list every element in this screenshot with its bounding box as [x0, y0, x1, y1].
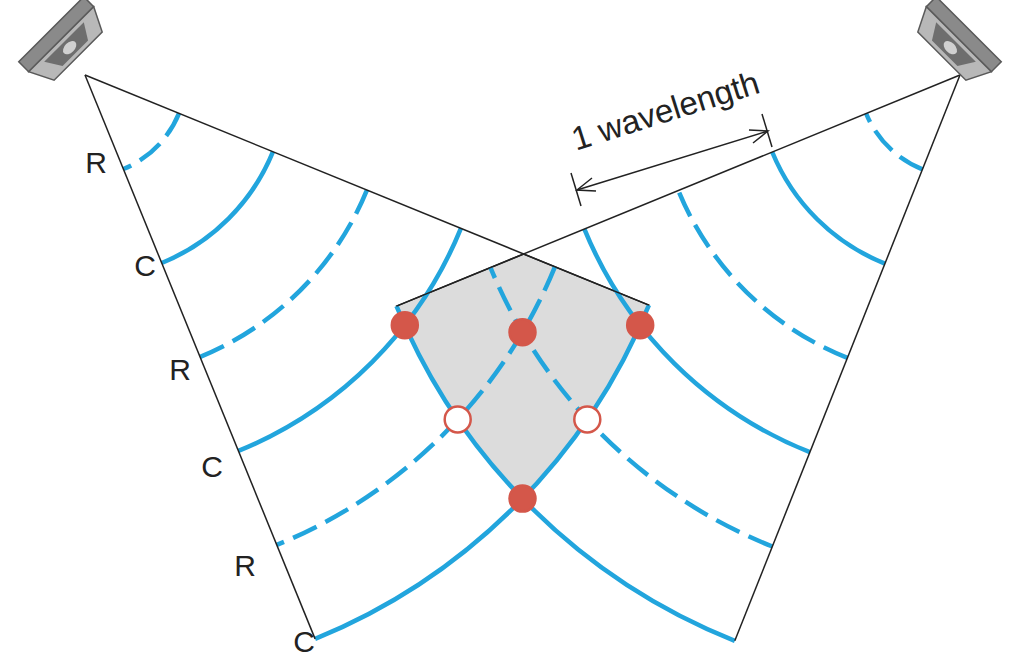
speaker-cone	[925, 22, 976, 73]
rarefaction-wavefront	[491, 268, 773, 547]
compression-wavefront	[397, 306, 735, 641]
boundary-line	[735, 75, 960, 641]
rarefaction-wavefront	[277, 267, 555, 545]
compression-wavefront	[315, 305, 649, 639]
arrow-head	[749, 130, 768, 143]
rarefaction-wavefront	[678, 191, 847, 358]
arrow-head	[577, 178, 596, 191]
speaker-cap	[941, 38, 959, 56]
speaker-icon	[909, 0, 1001, 89]
compression-wavefront	[584, 229, 810, 452]
boundary-line	[85, 75, 649, 305]
rarefaction-wavefront	[866, 114, 922, 170]
rarefaction-wavefront	[200, 190, 367, 357]
speaker-body	[29, 7, 111, 89]
destructive-point	[445, 406, 471, 432]
speaker-cap	[60, 38, 78, 56]
wave-phase-label: R	[85, 148, 107, 178]
compression-wavefront	[162, 152, 273, 263]
wave-phase-label: C	[134, 251, 156, 281]
speaker-icon	[19, 0, 111, 89]
wave-phase-label: C	[293, 627, 315, 657]
constructive-point	[510, 319, 536, 345]
rarefaction-wavefront	[123, 113, 179, 169]
compression-wavefront	[238, 228, 461, 451]
speaker-body	[909, 7, 991, 89]
wave-phase-label: C	[201, 452, 223, 482]
boundary-lines	[85, 75, 960, 641]
boundary-line	[85, 75, 315, 639]
speaker-cone	[44, 22, 95, 73]
destructive-point	[574, 406, 600, 432]
interference-points	[392, 312, 653, 511]
constructive-point	[627, 312, 653, 338]
constructive-point	[392, 312, 418, 338]
wave-phase-label: R	[169, 355, 191, 385]
wave-phase-label: R	[234, 551, 256, 581]
constructive-point	[510, 486, 536, 512]
compression-wavefront	[772, 152, 885, 264]
wavefronts	[123, 113, 922, 640]
